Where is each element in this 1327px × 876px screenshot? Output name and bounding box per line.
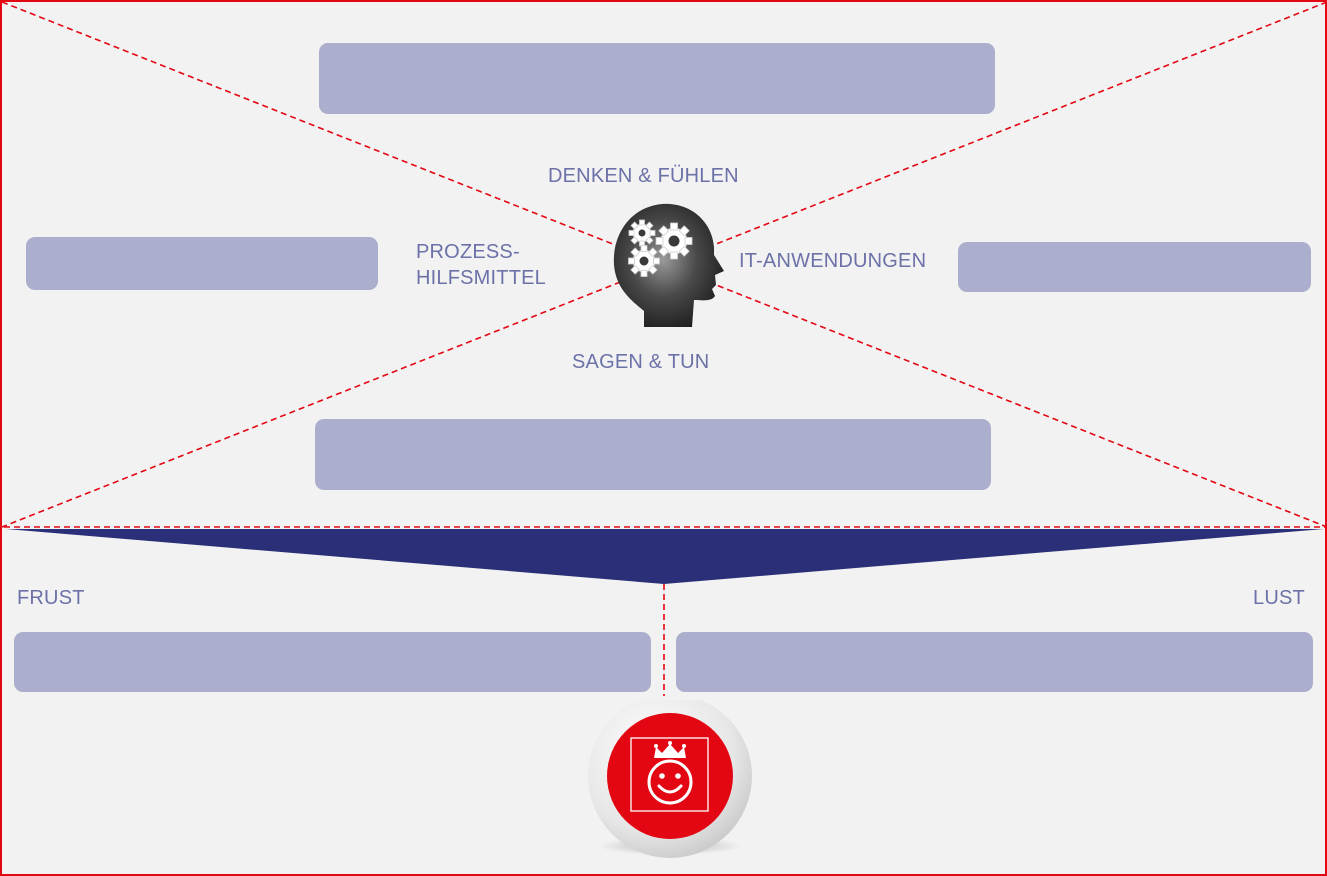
- label-denken-fuehlen: DENKEN & FÜHLEN: [548, 165, 739, 187]
- label-sagen-tun: SAGEN & TUN: [572, 351, 710, 373]
- label-lust: LUST: [1253, 587, 1305, 609]
- box-lust[interactable]: [676, 632, 1313, 692]
- box-top[interactable]: [319, 43, 995, 114]
- smiley-king-icon: [588, 700, 752, 858]
- label-prozess-hilfsmittel: PROZESS- HILFSMITTEL: [416, 241, 546, 289]
- head-with-gears-icon: [613, 203, 724, 327]
- label-frust: FRUST: [17, 587, 85, 609]
- box-left[interactable]: [26, 237, 378, 290]
- label-it-anwendungen: IT-ANWENDUNGEN: [739, 250, 927, 272]
- box-bottom[interactable]: [315, 419, 991, 490]
- box-right[interactable]: [958, 242, 1311, 292]
- box-frust[interactable]: [14, 632, 651, 692]
- funnel-shape: [6, 529, 1324, 584]
